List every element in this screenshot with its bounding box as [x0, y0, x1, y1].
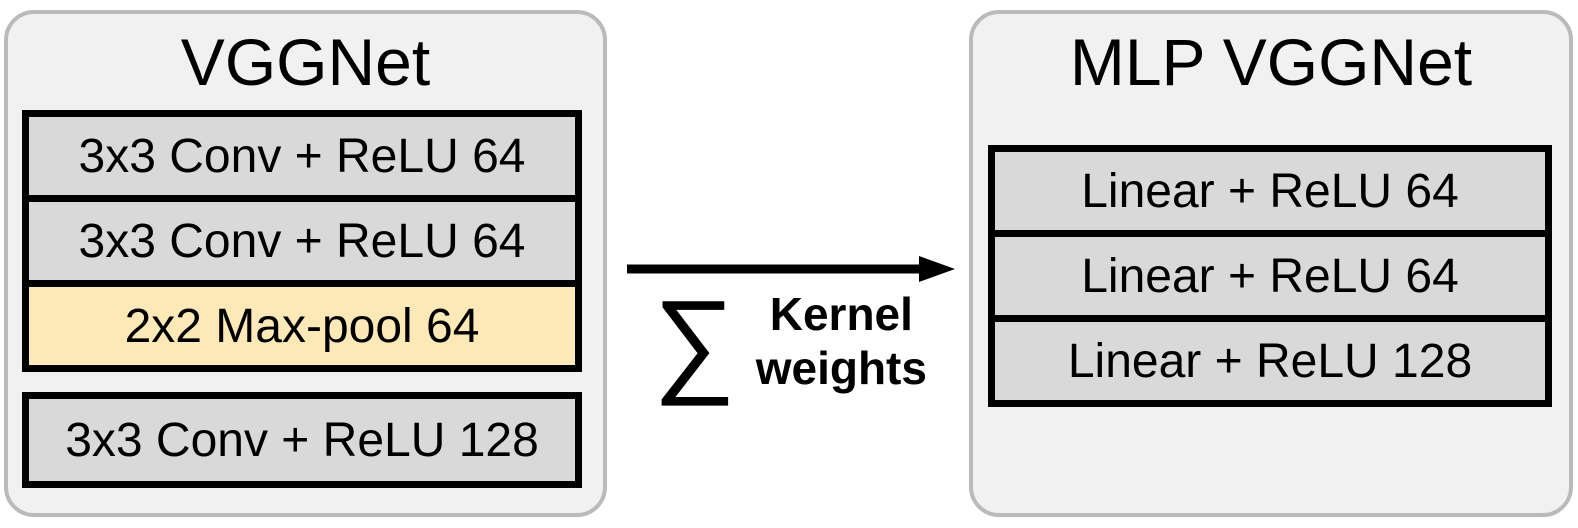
layer-label: 3x3 Conv + ReLU 64 — [78, 214, 526, 268]
mlp-vggnet-panel-title: MLP VGGNet — [1069, 25, 1473, 99]
kernel-weights-line1: Kernel — [769, 288, 913, 340]
kernel-weights-label: Kernel weights — [756, 288, 927, 396]
vggnet-panel-title: VGGNet — [180, 25, 431, 99]
kernel-weights-line2: weights — [755, 341, 927, 394]
vggnet-layer-conv2: 3x3 Conv + ReLU 64 — [29, 202, 575, 280]
mlp-layer-linear1: Linear + ReLU 64 — [995, 152, 1545, 230]
vggnet-layer-maxpool: 2x2 Max-pool 64 — [29, 287, 575, 365]
kernel-weights-annotation: ∑ Kernel weights — [653, 276, 927, 407]
mlp-vggnet-panel: MLP VGGNet Linear + ReLU 64 Linear + ReL… — [969, 10, 1573, 517]
vggnet-panel: VGGNet 3x3 Conv + ReLU 64 3x3 Conv + ReL… — [4, 10, 607, 517]
layer-label: 3x3 Conv + ReLU 128 — [65, 413, 539, 467]
vggnet-layer-conv3: 3x3 Conv + ReLU 128 — [29, 399, 575, 481]
vggnet-conv-pool-block: 3x3 Conv + ReLU 64 3x3 Conv + ReLU 64 2x… — [22, 110, 582, 372]
sigma-symbol: ∑ — [653, 276, 736, 407]
layer-label: Linear + ReLU 64 — [1081, 164, 1459, 218]
vggnet-conv128-block: 3x3 Conv + ReLU 128 — [22, 392, 582, 488]
right-arrow-icon — [627, 256, 955, 282]
transform-annotation: ∑ Kernel weights — [612, 254, 968, 407]
layer-label: Linear + ReLU 64 — [1081, 249, 1459, 303]
mlp-layer-linear3: Linear + ReLU 128 — [995, 322, 1545, 400]
layer-label: Linear + ReLU 128 — [1067, 334, 1473, 388]
vggnet-layer-conv1: 3x3 Conv + ReLU 64 — [29, 117, 575, 195]
mlp-linear-block: Linear + ReLU 64 Linear + ReLU 64 Linear… — [988, 145, 1552, 407]
mlp-layer-linear2: Linear + ReLU 64 — [995, 237, 1545, 315]
layer-label: 3x3 Conv + ReLU 64 — [78, 129, 526, 183]
layer-label: 2x2 Max-pool 64 — [124, 299, 480, 353]
